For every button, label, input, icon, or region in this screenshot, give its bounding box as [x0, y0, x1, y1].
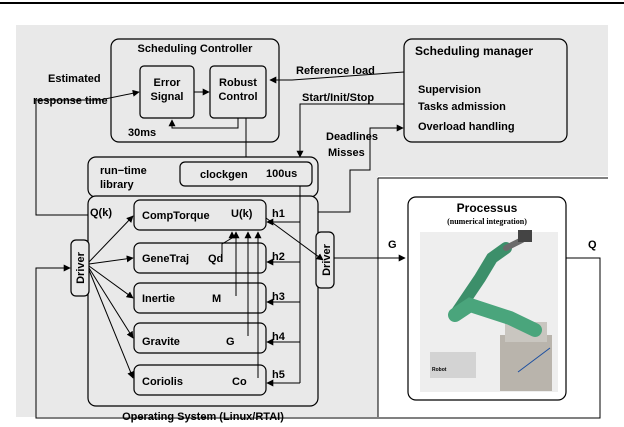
- task-genetraj: GeneTraj Qd: [133, 242, 267, 274]
- qk-label: Q(k): [90, 207, 112, 219]
- runtime-library: run−time library clockgen 100us: [87, 156, 319, 198]
- uk-label: U(k): [231, 208, 253, 220]
- library-label: library: [100, 179, 135, 191]
- arrow-response-time: [35, 89, 140, 216]
- h4-label: h4: [272, 331, 286, 343]
- task-label-genetraj: GeneTraj: [142, 253, 189, 265]
- deadlines-label: Deadlines: [326, 131, 378, 143]
- task-inertie: Inertie M: [133, 282, 267, 314]
- scheduling-controller-title: Scheduling Controller: [138, 43, 254, 55]
- driver-right-label: Driver: [321, 243, 333, 276]
- arrow-30ms-loop: [168, 118, 239, 129]
- driver-fanout-arrows: [88, 215, 134, 379]
- task-label-coriolis: Coriolis: [142, 376, 183, 388]
- clockgen-label: clockgen: [200, 169, 248, 181]
- g-out-label: G: [388, 239, 397, 251]
- h2-label: h2: [272, 251, 285, 263]
- processus-title: Processus: [457, 201, 518, 215]
- h3-label: h3: [272, 291, 285, 303]
- manager-item-overload: Overload handling: [418, 121, 515, 133]
- robust-control-label-1: Robust: [219, 77, 257, 89]
- task-gravite: Gravite G: [133, 322, 267, 354]
- task-label-inertie: Inertie: [142, 293, 175, 305]
- robust-control-label-2: Control: [218, 91, 257, 103]
- manager-item-supervision: Supervision: [418, 84, 481, 96]
- os-label: Operating System (Linux/RTAI): [122, 411, 284, 423]
- driver-left-label: Driver: [75, 251, 87, 284]
- arrow-deadline-misses: [318, 124, 404, 213]
- qd-label: Qd: [208, 253, 223, 265]
- robot-arm-image: Robot: [420, 230, 558, 392]
- h5-label: h5: [272, 369, 285, 381]
- processus-subtitle: (numerical integration): [447, 217, 527, 226]
- g-inner-label: G: [226, 336, 235, 348]
- clockgen-box: [179, 161, 313, 187]
- period-30ms: 30ms: [128, 127, 156, 139]
- m-label: M: [212, 293, 221, 305]
- co-label: Co: [232, 376, 247, 388]
- h1-label: h1: [272, 208, 285, 220]
- robot-photo-caption: Robot: [432, 367, 447, 373]
- start-init-stop-label: Start/Init/Stop: [302, 92, 374, 104]
- manager-item-admission: Tasks admission: [418, 101, 506, 113]
- arrow-reference-load: [269, 71, 405, 84]
- response-time-label: response time: [33, 95, 108, 107]
- scheduling-manager-title: Scheduling manager: [415, 44, 533, 58]
- clock-period-label: 100us: [266, 168, 297, 180]
- runtime-label: run−time: [100, 165, 147, 177]
- arrow-comptorque-driver: [265, 217, 324, 261]
- arrow-q-feedback: [35, 257, 601, 419]
- reference-load-label: Reference load: [296, 65, 375, 77]
- task-label-gravite: Gravite: [142, 336, 180, 348]
- arrow-start-init-stop: [296, 103, 404, 158]
- error-signal-label-1: Error: [154, 77, 182, 89]
- misses-label: Misses: [328, 147, 365, 159]
- internal-up-arrows: [221, 231, 262, 378]
- clock-dispatch-lines: [266, 186, 301, 387]
- task-comptorque: CompTorque U(k): [133, 199, 267, 231]
- task-label-comptorque: CompTorque: [142, 210, 210, 222]
- scheduling-controller: Scheduling Controller Error Signal Robus…: [110, 38, 280, 143]
- processus-box: Processus (numerical integration) Robot: [407, 196, 567, 401]
- q-out-label: Q: [588, 239, 597, 251]
- estimated-label: Estimated: [48, 73, 101, 85]
- scheduling-manager: Scheduling manager Supervision Tasks adm…: [403, 38, 568, 143]
- task-coriolis: Coriolis Co: [133, 364, 267, 396]
- error-signal-label-2: Signal: [150, 91, 183, 103]
